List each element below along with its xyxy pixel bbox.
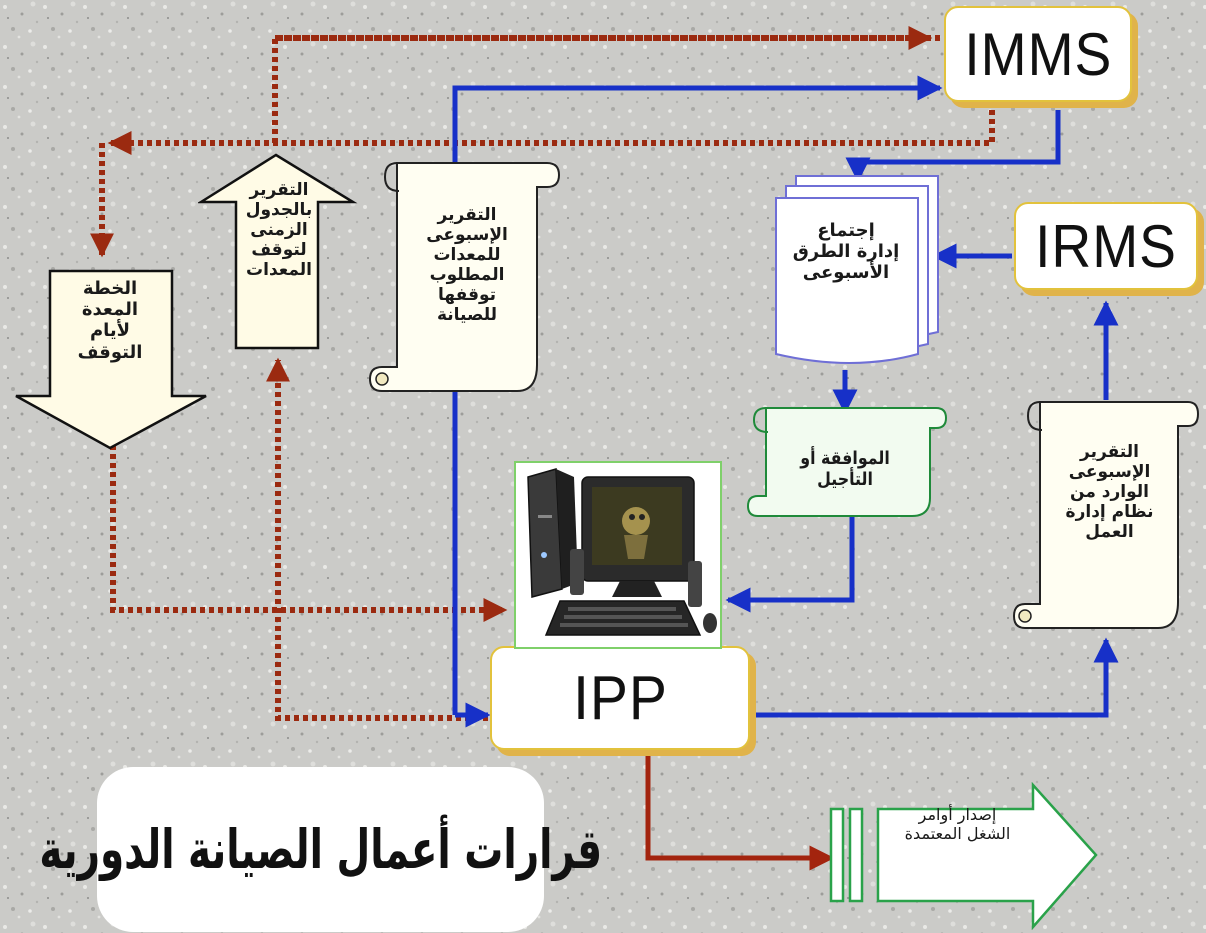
- irms-box: IRMS: [1014, 202, 1198, 290]
- title-panel: قرارات أعمال الصيانة الدورية: [39, 767, 602, 932]
- weekly-report-work-management-text: التقرير الإسبوعى الوارد من نظام إدارة ال…: [1065, 442, 1154, 543]
- imms-label: IMMS: [964, 20, 1112, 88]
- ipp-box: IPP: [490, 646, 750, 750]
- work-orders-arrow-shape: [829, 782, 1098, 930]
- diagram-title: قرارات أعمال الصيانة الدورية: [39, 818, 602, 881]
- ipp-to-work-orders: [645, 748, 835, 871]
- approval-or-postpone-text: الموافقة أو التأجيل: [800, 448, 890, 491]
- downtime-plan-label: الخطة المعدة لأيام التوقف: [77, 278, 143, 363]
- irms-label: IRMS: [1035, 212, 1177, 280]
- downtime-schedule-report-label: التقرير بالجدول الزمنى لتوقف المعدات: [245, 180, 313, 281]
- weekly-equipment-report-text: التقرير الإسبوعى للمعدات المطلوب توقفها …: [426, 205, 508, 326]
- computer-image: [514, 461, 722, 649]
- scroll-weekly-report-work-management: [1012, 401, 1200, 629]
- ipp-label: IPP: [572, 663, 668, 733]
- dotted-plan-to-computer: [110, 445, 508, 622]
- ipp-to-work-report: [750, 637, 1119, 718]
- desktop-computer-icon: [527, 468, 717, 636]
- dotted-ipp-to-schedule: [266, 357, 488, 721]
- imms-box: IMMS: [944, 6, 1132, 102]
- issue-work-orders-label: إصدار أوامر الشغل المعتمدة: [904, 805, 1011, 843]
- approval-to-computer: [725, 512, 855, 613]
- imms-to-meeting: [845, 110, 1061, 183]
- down-arrow-shape: [15, 269, 207, 450]
- scroll-weekly-equipment-report: [368, 162, 561, 392]
- stacked-documents-icon: [775, 175, 939, 364]
- up-arrow-shape: [198, 153, 358, 350]
- scroll-approval-or-postpone: [746, 407, 948, 517]
- weekly-roads-meeting-text: إجتماع إدارة الطرق الأسبوعى: [792, 220, 900, 284]
- ipp-to-imms: [452, 75, 943, 715]
